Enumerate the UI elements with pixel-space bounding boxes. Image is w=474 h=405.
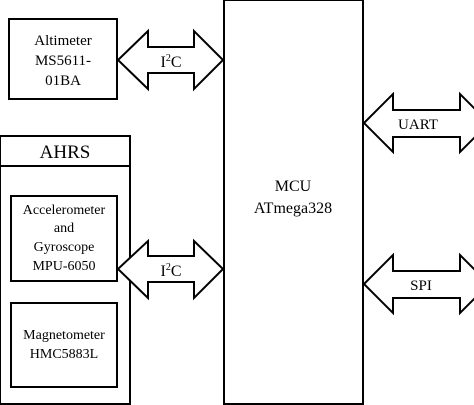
altimeter-model-line2: 01BA xyxy=(45,73,81,89)
i2c-top-base: I xyxy=(161,54,166,71)
altimeter-box xyxy=(8,18,118,100)
mcu-label: MCU xyxy=(275,178,312,195)
i2c-bottom-tail: C xyxy=(171,263,182,280)
i2c-bottom-arrow xyxy=(116,238,225,301)
magnetometer-model-label: HMC5883L xyxy=(30,347,98,362)
i2c-top-sup: 2 xyxy=(166,53,171,64)
altimeter-label: Altimeter xyxy=(34,33,91,49)
imu-label-line2: and xyxy=(54,221,74,236)
i2c-top-tail: C xyxy=(171,54,182,71)
spi-arrow xyxy=(362,252,474,316)
i2c-bottom-base: I xyxy=(161,263,166,280)
i2c-top-label: I2C xyxy=(161,53,182,71)
i2c-bottom-sup: 2 xyxy=(166,262,171,273)
imu-box xyxy=(10,195,118,282)
imu-label-line3: Gyroscope xyxy=(34,240,95,255)
mcu-box xyxy=(223,0,364,405)
imu-label-line1: Accelerometer xyxy=(23,203,106,218)
magnetometer-label: Magnetometer xyxy=(23,328,105,343)
spi-label: SPI xyxy=(410,278,432,294)
uart-label: UART xyxy=(398,117,438,133)
i2c-bottom-label: I2C xyxy=(161,262,182,280)
uart-arrow xyxy=(362,91,474,155)
ahrs-title: AHRS xyxy=(40,142,91,163)
magnetometer-box xyxy=(10,302,118,388)
altimeter-model-line1: MS5611- xyxy=(35,53,91,69)
i2c-top-arrow xyxy=(116,28,225,92)
mcu-model-label: ATmega328 xyxy=(254,200,332,217)
imu-model-label: MPU-6050 xyxy=(32,259,95,274)
